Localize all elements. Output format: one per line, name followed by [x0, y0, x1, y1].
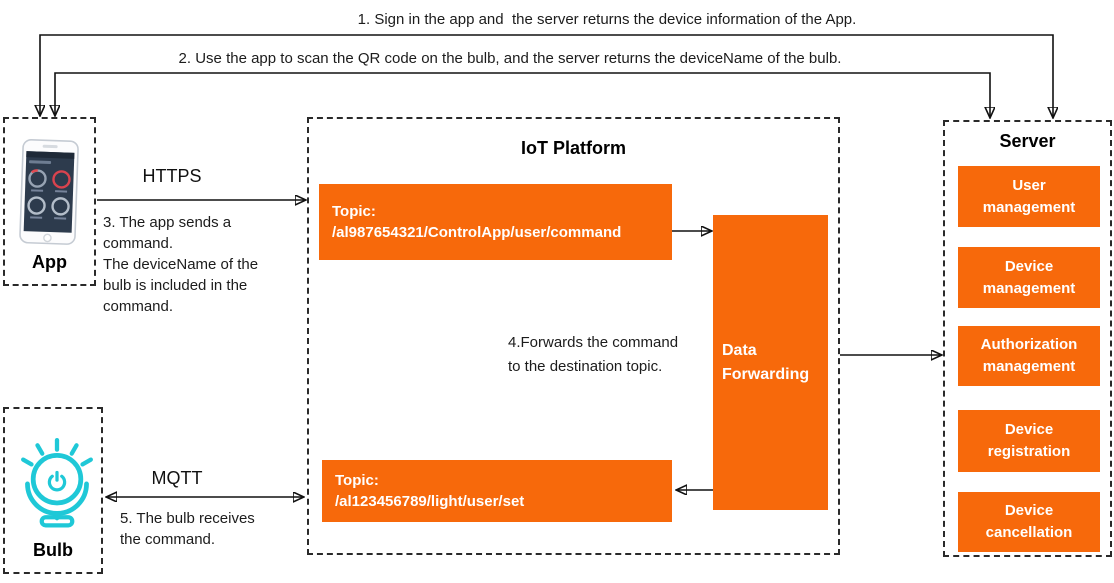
server-module-user-management: User management: [958, 166, 1100, 227]
server-module-device-registration: Device registration: [958, 410, 1100, 472]
arrow-step1-to-app: [40, 34, 600, 115]
topic2-box: Topic: /al123456789/light/user/set: [322, 460, 672, 522]
bulb-box: Bulb: [3, 407, 103, 574]
smart-bulb-icon: [21, 437, 93, 528]
smartphone-app-icon: [19, 139, 79, 245]
server-module-device-management: Device management: [958, 247, 1100, 308]
arrow-step2-to-server: [600, 72, 990, 117]
server-module-device-cancellation: Device cancellation: [958, 492, 1100, 552]
step3-text: 3. The app sends a command. The deviceNa…: [103, 214, 259, 315]
step2-text: 2. Use the app to scan the QR code on th…: [178, 50, 842, 67]
server-title: Server: [999, 131, 1056, 151]
iot-platform-title: IoT Platform: [520, 138, 626, 158]
mqtt-label: MQTT: [151, 468, 203, 488]
topic1-box: Topic: /al987654321/ControlApp/user/comm…: [319, 184, 672, 260]
bulb-label: Bulb: [33, 540, 73, 560]
step1-text: 1. Sign in the app and the server return…: [357, 11, 857, 28]
arrow-step2-to-app: [55, 72, 600, 115]
app-box: App: [3, 117, 96, 286]
step4-text: 4.Forwards the command to the destinatio…: [508, 334, 679, 375]
https-label: HTTPS: [142, 166, 202, 186]
app-label: App: [32, 252, 67, 272]
data-forwarding-box: Data Forwarding: [713, 215, 828, 510]
step5-text: 5. The bulb receives the command.: [120, 510, 255, 548]
server-module-authorization-management: Authorization management: [958, 326, 1100, 386]
